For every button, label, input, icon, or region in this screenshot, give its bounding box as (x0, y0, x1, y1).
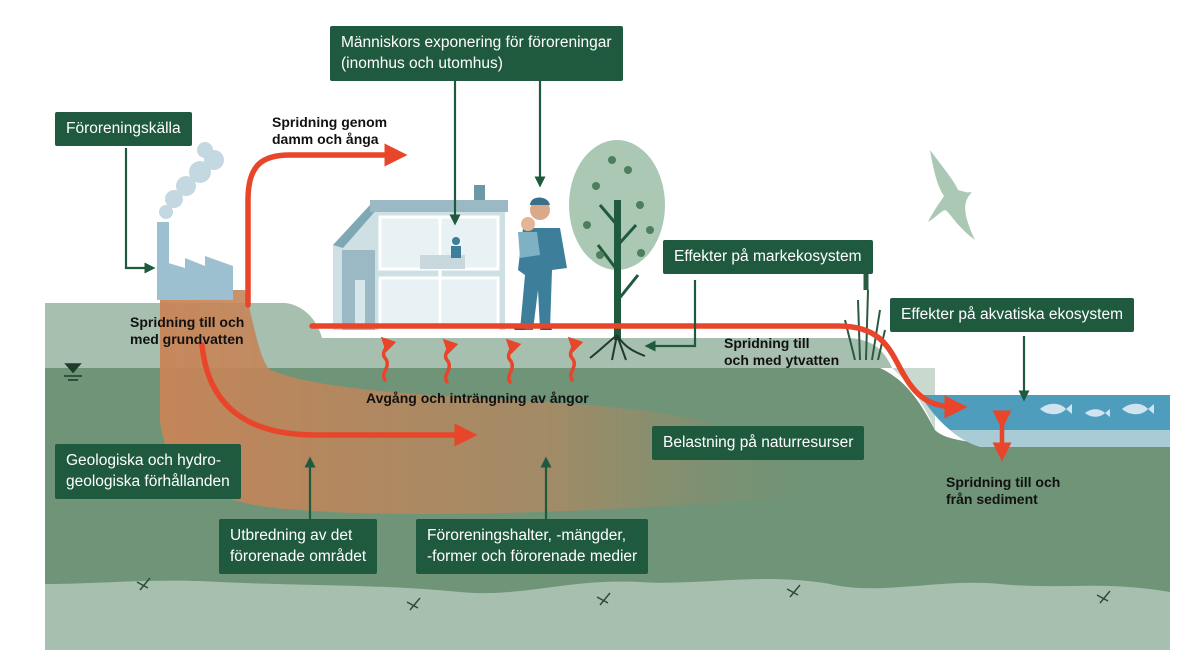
sediment-label-line-2: från sediment (946, 491, 1038, 507)
aquatic-effects-box: Effekter på akvatiska ekosystem (890, 298, 1134, 332)
vapor-arrow-1 (380, 336, 397, 382)
bedrock-crack-marks (136, 577, 1111, 611)
person-with-child-icon (512, 197, 567, 330)
extent-box-line-1: Utbredning av det (230, 527, 353, 544)
dust-vapor-label: Spridning genom damm och ånga (272, 114, 387, 148)
factory-icon (157, 222, 233, 300)
vapor-arrow-4 (567, 336, 584, 382)
source-box: Föroreningskälla (55, 112, 192, 146)
sediment-label-line-1: Spridning till och (946, 474, 1061, 490)
exposure-box: Människors exponering för föroreningar (… (330, 26, 623, 81)
aquatic-effects-box-text: Effekter på akvatiska ekosystem (901, 306, 1123, 323)
resources-box-text: Belastning på naturresurser (663, 434, 854, 451)
geology-box-line-1: Geologiska och hydro- (66, 452, 222, 469)
vapor-arrow-2 (442, 338, 459, 384)
geology-box: Geologiska och hydro- geologiska förhåll… (55, 444, 241, 499)
levels-box-line-2: -former och förorenade medier (427, 548, 638, 565)
surface-water-label-line-2: och med ytvatten (724, 352, 840, 368)
surface-runoff-arrow (309, 323, 968, 419)
tree-icon (569, 140, 665, 361)
bird-icon (928, 150, 975, 240)
resources-box: Belastning på naturresurser (652, 426, 865, 460)
dust-vapor-arrow (245, 143, 408, 308)
house-icon (333, 185, 508, 332)
pointer-lines (124, 78, 1030, 522)
levels-box-line-1: Föroreningshalter, -mängder, (427, 527, 627, 544)
water-body (920, 395, 1170, 430)
vapor-intrusion-label: Avgång och inträngning av ångor (366, 390, 589, 407)
dust-vapor-label-line-2: damm och ånga (272, 131, 379, 147)
vapor-intrusion-label-text: Avgång och inträngning av ångor (366, 390, 589, 406)
groundwater-label: Spridning till och med grundvatten (130, 314, 244, 348)
sediment-layer (950, 430, 1170, 447)
levels-box: Föroreningshalter, -mängder, -former och… (416, 519, 649, 574)
groundwater-arrow (199, 342, 478, 447)
water-table-icon (64, 363, 82, 381)
groundwater-label-line-1: Spridning till och (130, 314, 245, 330)
source-box-text: Föroreningskälla (66, 120, 181, 137)
geology-box-line-2: geologiska förhållanden (66, 473, 230, 490)
land-effects-box-text: Effekter på markekosystem (674, 248, 862, 265)
land-effects-box: Effekter på markekosystem (663, 240, 873, 274)
extent-box: Utbredning av det förorenade området (219, 519, 378, 574)
land-effects-pointer (644, 280, 697, 352)
vapor-arrow-3 (505, 338, 522, 384)
sediment-label: Spridning till och från sediment (946, 474, 1060, 508)
surface-water-label-line-1: Spridning till (724, 335, 810, 351)
smoke-icon (159, 142, 224, 219)
exposure-box-line-1: Människors exponering för föroreningar (341, 34, 612, 51)
flow-arrows (199, 143, 1012, 462)
dust-vapor-label-line-1: Spridning genom (272, 114, 388, 130)
bank-slope (892, 368, 935, 430)
extent-box-line-2: förorenade området (230, 548, 367, 565)
surface-water-label: Spridning till och med ytvatten (724, 335, 839, 369)
source-pointer (124, 148, 156, 274)
fish-icon (1040, 403, 1154, 417)
groundwater-label-line-2: med grundvatten (130, 331, 244, 347)
exposure-box-line-2: (inomhus och utomhus) (341, 55, 503, 72)
